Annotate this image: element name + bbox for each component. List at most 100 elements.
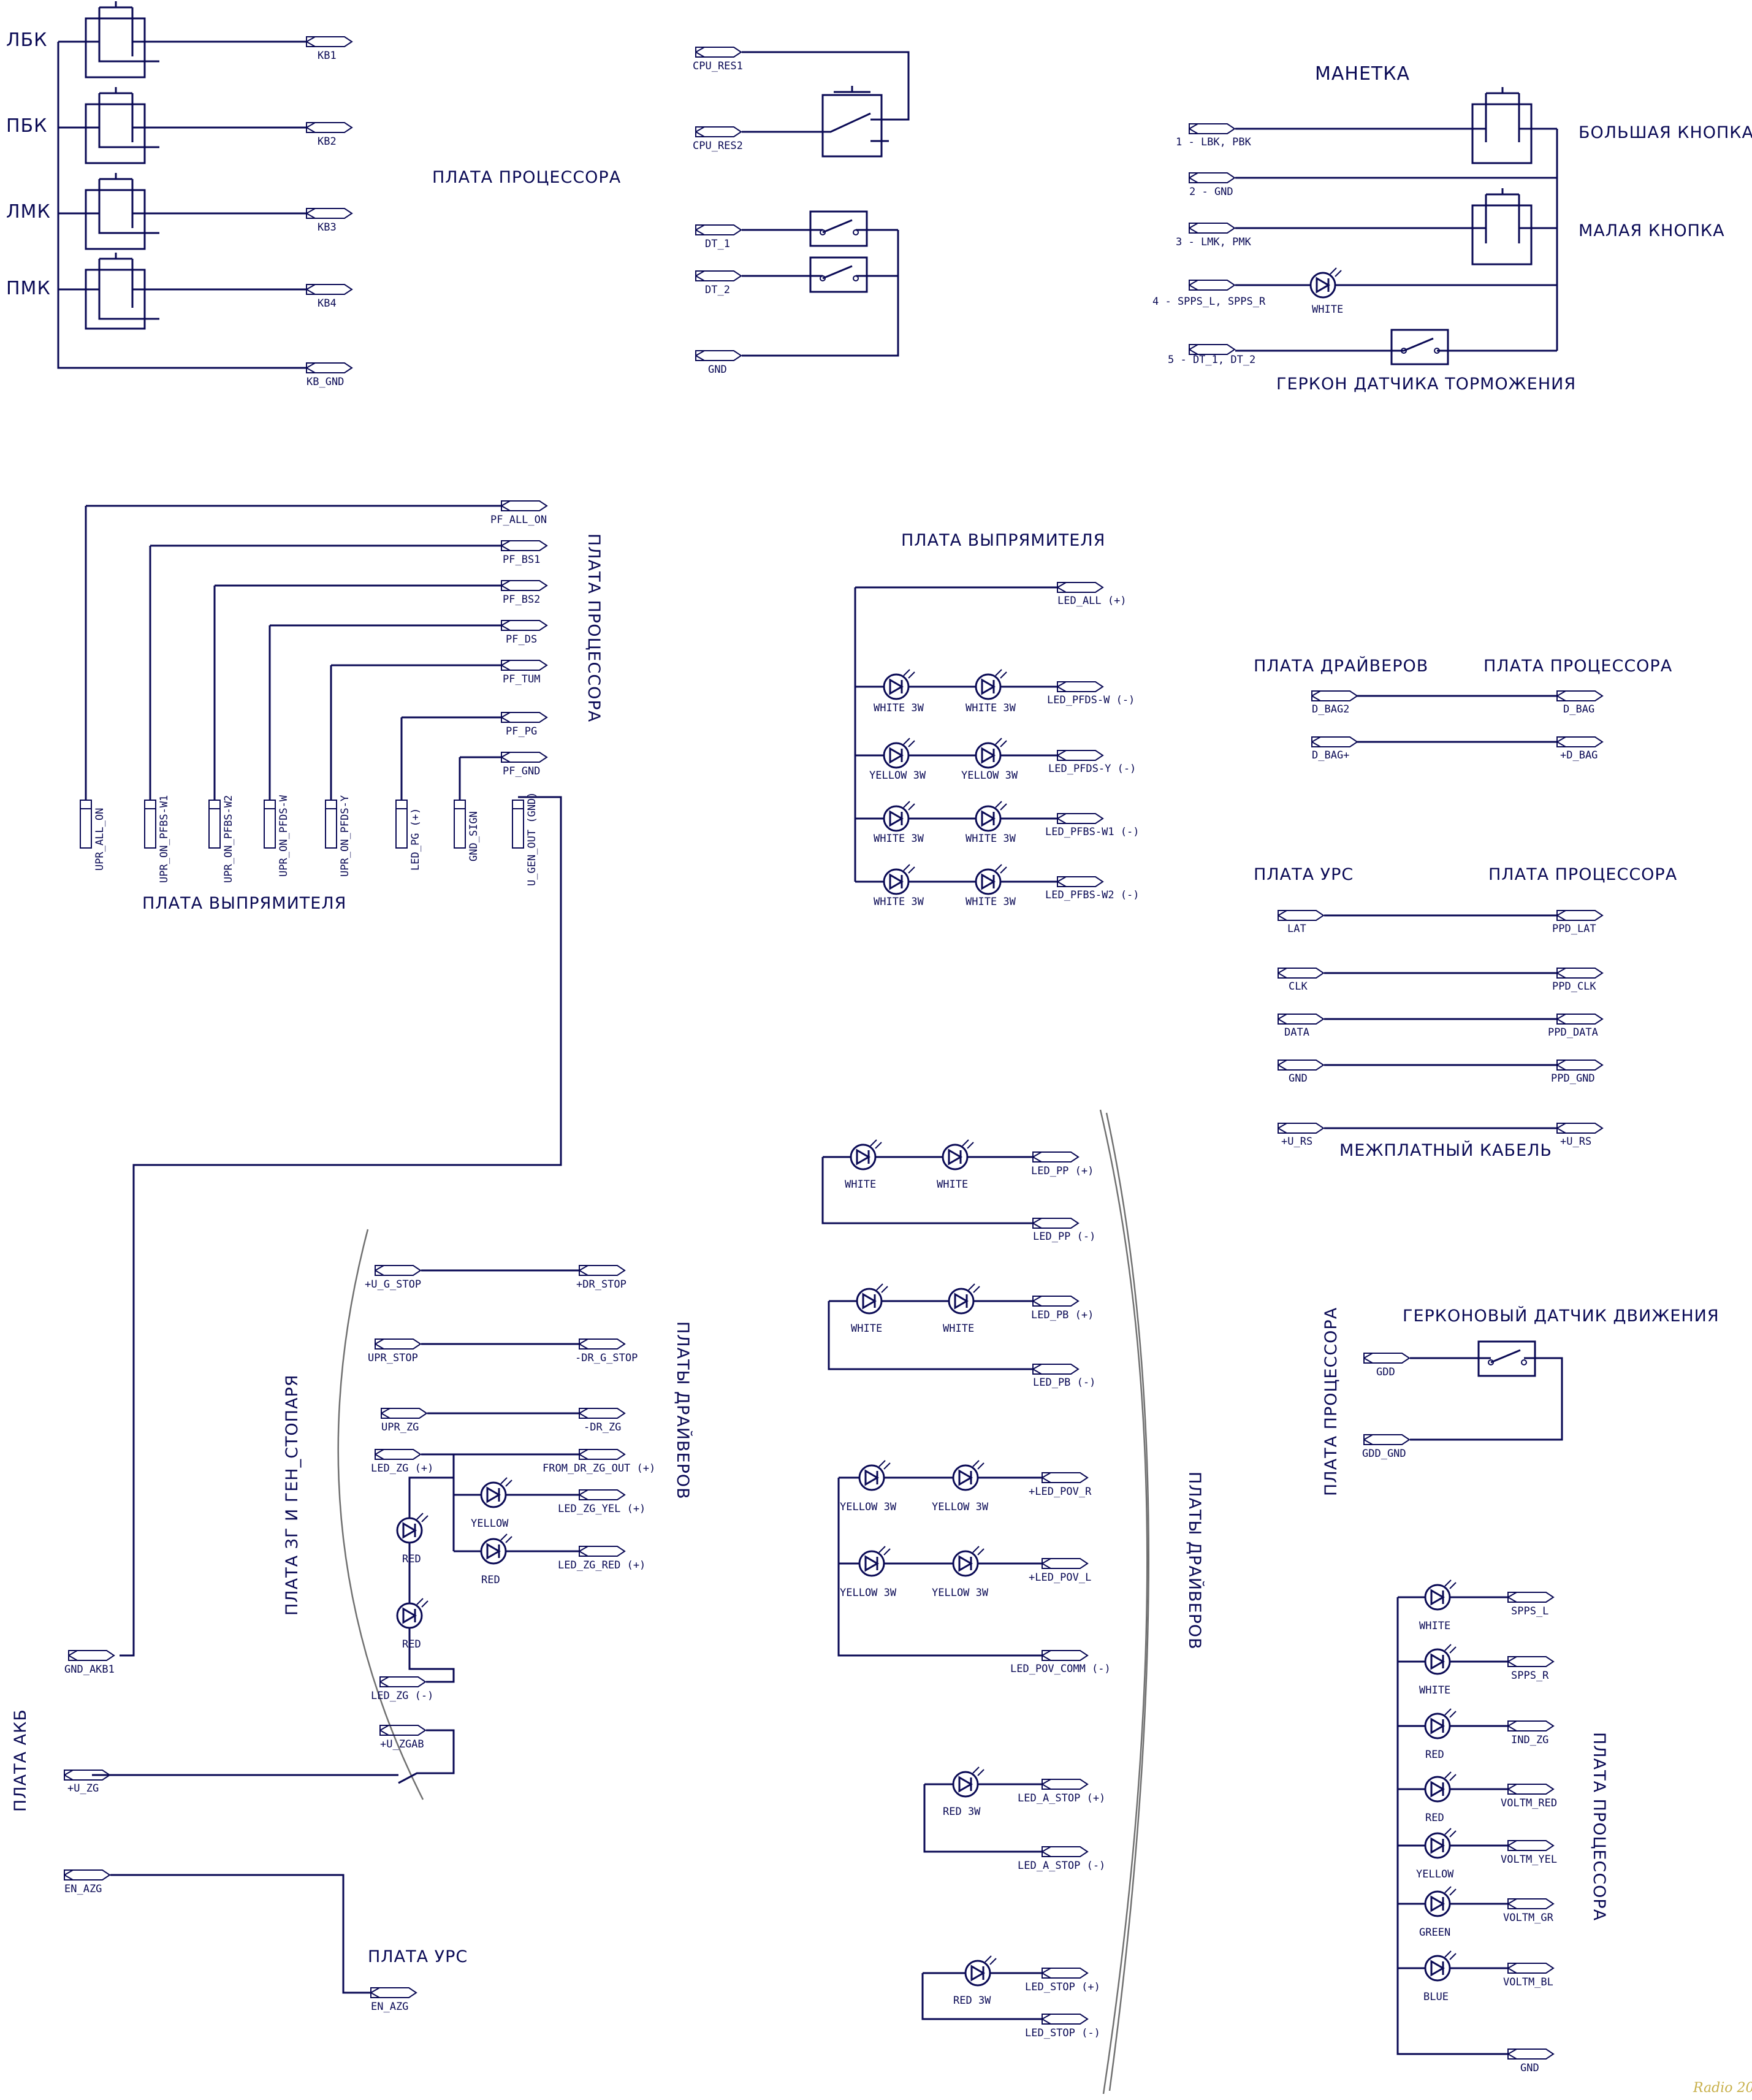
pin-m5: 5 - DT_1, DT_2 [1168, 354, 1255, 366]
pin-dt2: DT_2 [705, 284, 730, 296]
connector-plus-u-zgab [379, 1725, 426, 1736]
label-yellow-zg: YELLOW [471, 1518, 509, 1530]
connector-plus-d-bag [1556, 736, 1603, 747]
label-white-spps-l: WHITE [1419, 1620, 1450, 1632]
bracket-arc-zg [337, 1229, 424, 1800]
led-white-3w-3b [975, 800, 1008, 832]
connector-led-pp-minus [1032, 1218, 1079, 1229]
connector-pf-pg [501, 712, 547, 723]
pin-led-pfds-w: LED_PFDS-W (-) [1047, 694, 1135, 706]
label-red-zg-c: RED [402, 1638, 421, 1651]
pin-ppd-data: PPD_DATA [1548, 1026, 1598, 1039]
switch-cpu-reset [821, 94, 883, 158]
label-white-manetka: WHITE [1312, 304, 1343, 316]
connector-dr-g-stop [579, 1338, 625, 1350]
pin-spps-r: SPPS_R [1511, 1670, 1549, 1682]
pin-upr-pfds-y: UPR_ON_PFDS-Y [339, 795, 351, 877]
pin-upr-pfds-w: UPR_ON_PFDS-W [278, 795, 290, 877]
title-platy-drayverov-1: ПЛАТЫ ДРАЙВЕРОВ [673, 1321, 693, 1500]
connector-led-stop-plus [1042, 1968, 1088, 1979]
led-yellow-3w-2a [883, 737, 916, 769]
urs-group: ПЛАТА УРС ПЛАТА ПРОЦЕССОРА LAT CLK DATA … [1254, 865, 1677, 1160]
connector-m3 [1189, 223, 1235, 234]
label-white-3w-4b: WHITE 3W [966, 896, 1016, 908]
connector-led-pfds-w [1057, 681, 1103, 692]
connector-led-zg-red [579, 1546, 625, 1557]
pin-led-stop-plus: LED_STOP (+) [1025, 1981, 1100, 1993]
led-yellow-3w-pov-l-b [952, 1545, 985, 1577]
pin-led-pb-minus: LED_PB (-) [1033, 1376, 1095, 1389]
pin-gnd-br: GND [1520, 2062, 1539, 2074]
pin-gnd-top: GND [708, 364, 727, 376]
connector-pf-bs1 [501, 540, 547, 551]
pin-data: DATA [1284, 1026, 1309, 1039]
connector-gnd-br [1507, 2048, 1554, 2060]
pin-dr-zg: -DR_ZG [584, 1421, 621, 1434]
connector-m4 [1189, 280, 1235, 291]
connector-m1 [1189, 123, 1235, 134]
connector-ind-zg [1507, 1720, 1554, 1732]
label-red-voltm: RED [1425, 1812, 1444, 1824]
led-red-ind-zg [1424, 1708, 1457, 1739]
pin-gdd: GDD [1376, 1366, 1395, 1378]
label-pbk: ПБК [6, 115, 47, 137]
connector-u-gen-out [512, 800, 524, 849]
led-yellow-3w-pov-r-a [858, 1459, 891, 1491]
connector-cpu-res2 [695, 126, 742, 137]
title-plata-processora-v: ПЛАТА ПРОЦЕССОРА [584, 533, 603, 722]
label-white-3w-4a: WHITE 3W [874, 896, 924, 908]
pin-led-pb-plus: LED_PB (+) [1031, 1309, 1094, 1321]
pushbutton-lmk [85, 172, 146, 250]
pin-u-gen-out: U_GEN_OUT (GND) [526, 792, 538, 886]
pin-plus-u-rs-r: +U_RS [1560, 1136, 1591, 1148]
connector-led-zg-yel [579, 1489, 625, 1500]
connector-voltm-red [1507, 1784, 1554, 1795]
led-red-zg-b [396, 1512, 429, 1544]
led-white-3w-4b [975, 863, 1008, 895]
label-pmk: ПМК [6, 278, 51, 299]
pin-dr-g-stop: -DR_G_STOP [575, 1352, 638, 1364]
label-red-ind-zg: RED [1425, 1749, 1444, 1761]
pin-led-pfds-y: LED_PFDS-Y (-) [1048, 763, 1136, 775]
pin-m4: 4 - SPPS_L, SPPS_R [1152, 296, 1266, 308]
title-platy-drayverov-2: ПЛАТЫ ДРАЙВЕРОВ [1185, 1472, 1205, 1650]
pin-led-pov-comm: LED_POV_COMM (-) [1010, 1663, 1111, 1675]
pin-led-pov-l: +LED_POV_L [1029, 1571, 1091, 1584]
pin-led-a-stop-minus: LED_A_STOP (-) [1018, 1860, 1105, 1872]
led-red-zg-c [396, 1597, 429, 1629]
connector-en-azg-1 [64, 1869, 110, 1880]
pin-pf-bs1: PF_BS1 [503, 554, 540, 566]
title-manetka: МАНЕТКА [1315, 63, 1410, 85]
label-white-3w-1b: WHITE 3W [966, 702, 1016, 714]
title-plata-zg: ПЛАТА ЗГ И ГЕН_СТОПАРЯ [283, 1374, 302, 1616]
connector-spps-r [1507, 1656, 1554, 1667]
connector-dt2 [695, 270, 742, 281]
connector-pf-tum [501, 660, 547, 671]
led-white-3w-4a [883, 863, 916, 895]
pin-ind-zg: IND_ZG [1511, 1734, 1548, 1746]
label-yellow-3w-2a: YELLOW 3W [869, 769, 926, 782]
pin-pf-gnd: PF_GND [503, 765, 540, 777]
connector-plus-u-rs-r [1556, 1123, 1603, 1134]
pin-clk: CLK [1289, 980, 1308, 993]
led-yellow-3w-2b [975, 737, 1008, 769]
pin-kb2: KB2 [318, 136, 337, 148]
connector-pf-ds [501, 620, 547, 631]
title-bolshaya-knopka: БОЛЬШАЯ КНОПКА [1579, 123, 1752, 142]
led-yellow-voltm [1424, 1827, 1457, 1859]
title-gerkon-tormozheniya: ГЕРКОН ДАТЧИКА ТОРМОЖЕНИЯ [1276, 375, 1576, 394]
connector-ppd-clk [1556, 968, 1603, 979]
title-plata-vypryamitelya-2: ПЛАТА ВЫПРЯМИТЕЛЯ [901, 531, 1105, 550]
label-white-3w-3a: WHITE 3W [874, 833, 924, 845]
led-red-voltm [1424, 1771, 1457, 1803]
led-green-voltm [1424, 1885, 1457, 1917]
title-plata-vypryamitelya-1: ПЛАТА ВЫПРЯМИТЕЛЯ [142, 894, 346, 913]
pin-voltm-bl: VOLTM_BL [1503, 1976, 1553, 1988]
pin-d-bag-plus: D_BAG+ [1312, 749, 1349, 762]
led-white-spps-r [1424, 1643, 1457, 1675]
pin-dt1: DT_1 [705, 238, 730, 250]
pin-plus-dr-stop: +DR_STOP [576, 1278, 627, 1291]
pin-gnd-urs: GND [1289, 1072, 1308, 1085]
pf-bus-group: PF_ALL_ON PF_BS1 PF_BS2 PF_DS PF_TUM PF_… [80, 500, 603, 1657]
